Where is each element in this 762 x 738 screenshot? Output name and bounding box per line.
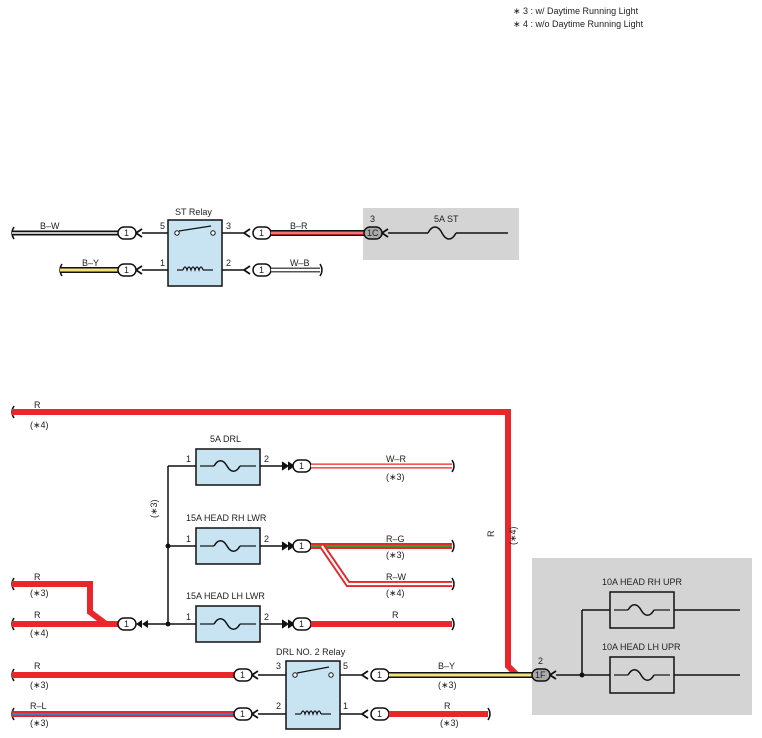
label-r-w: R–W <box>386 572 407 582</box>
bottom-circuit: R (∗4) R (∗4) (∗3) 5A DRL 1 2 1 W–R (∗3) <box>11 400 752 730</box>
relay-pin: 2 <box>226 258 231 268</box>
wire-r-main <box>11 405 520 678</box>
wire-w-r <box>311 459 455 473</box>
label-note3: (∗3) <box>30 680 49 690</box>
note-star4: ∗ 4 : w/o Daytime Running Light <box>513 19 644 29</box>
label-b-r: B–R <box>290 221 308 231</box>
wire-w-b <box>271 263 323 277</box>
st-relay <box>167 219 223 287</box>
label-note3: (∗3) <box>30 588 49 598</box>
label-note4: (∗4) <box>30 420 49 430</box>
connector-label: 1 <box>299 461 304 471</box>
connector-label: 1 <box>259 265 264 275</box>
connector-label: 1 <box>299 619 304 629</box>
connector-label: 1 <box>240 670 245 680</box>
label-note3: (∗3) <box>30 718 49 728</box>
connector-1f-pin: 2 <box>538 656 543 666</box>
connector-1c-label: 1C <box>367 228 379 238</box>
fuse-5a-st <box>427 226 457 240</box>
fuse-pin-3: 3 <box>370 214 375 224</box>
wire-r-lh <box>311 617 455 631</box>
wire-r-w <box>319 544 455 591</box>
fuse-rh-lwr-title: 15A HEAD RH LWR <box>186 513 267 523</box>
label-r: R <box>34 610 41 620</box>
label-r: R <box>34 572 41 582</box>
st-relay-title: ST Relay <box>175 207 212 217</box>
connector-label: 1 <box>124 619 129 629</box>
label-note3-vertical: (∗3) <box>149 499 159 518</box>
connector-label: 1 <box>259 228 264 238</box>
label-b-w: B–W <box>40 221 60 231</box>
fuse-pin: 1 <box>186 612 191 622</box>
label-w-b: W–B <box>290 258 310 268</box>
fuse-5a-st-label: 5A ST <box>434 214 459 224</box>
drl-relay-title: DRL NO. 2 Relay <box>276 647 346 657</box>
connector-label: 1 <box>377 670 382 680</box>
label-note4-vertical: (∗4) <box>508 526 518 545</box>
relay-pin: 2 <box>276 701 281 711</box>
relay-pin: 5 <box>160 221 165 231</box>
fuse-pin: 1 <box>186 454 191 464</box>
label-note4: (∗4) <box>30 628 49 638</box>
wire-b-w <box>11 226 118 240</box>
label-r-g: R–G <box>386 534 405 544</box>
note-star3: ∗ 3 : w/ Daytime Running Light <box>513 6 639 16</box>
label-b-y: B–Y <box>82 258 99 268</box>
label-note3: (∗3) <box>438 680 457 690</box>
label-r-l: R–L <box>30 701 47 711</box>
fuse-lh-lwr-title: 15A HEAD LH LWR <box>186 591 265 601</box>
connector-label: 1 <box>124 228 129 238</box>
wire-b-y <box>59 263 118 277</box>
connector-label: 1 <box>124 265 129 275</box>
fuse-15a-head-rh-lwr <box>195 527 261 565</box>
relay-pin: 5 <box>343 661 348 671</box>
fuse-pin: 2 <box>264 534 269 544</box>
relay-pin: 3 <box>226 221 231 231</box>
label-r: R <box>392 610 399 620</box>
fuse-10a-head-rh-upr <box>609 591 740 629</box>
wire-r-input-4 <box>11 617 118 631</box>
relay-pin: 1 <box>343 701 348 711</box>
wire-r-input-3 <box>11 577 108 627</box>
fuse-5a-drl <box>195 448 261 486</box>
label-r-vertical: R <box>486 530 496 537</box>
fuse-lh-upr-title: 10A HEAD LH UPR <box>602 642 681 652</box>
fuse-pin: 2 <box>264 612 269 622</box>
fuse-panel-top <box>363 208 519 260</box>
relay-pin: 1 <box>160 258 165 268</box>
fuse-10a-head-lh-upr <box>609 656 740 694</box>
label-note3: (∗3) <box>440 718 459 728</box>
connector-1f-label: 1F <box>535 670 546 680</box>
label-note4: (∗4) <box>386 588 405 598</box>
fuse-pin: 1 <box>186 534 191 544</box>
fuse-5a-drl-title: 5A DRL <box>210 434 241 444</box>
label-w-r: W–R <box>386 454 407 464</box>
relay-pin: 3 <box>276 661 281 671</box>
connector-label: 1 <box>240 709 245 719</box>
wire-r-g <box>311 539 455 553</box>
label-note3: (∗3) <box>386 550 405 560</box>
wire-r-l <box>11 707 234 721</box>
connector-label: 1 <box>377 709 382 719</box>
drl-no2-relay <box>285 660 341 730</box>
label-r: R <box>444 701 451 711</box>
label-r: R <box>34 661 41 671</box>
wire-r-out <box>389 707 491 721</box>
fuse-rh-upr-title: 10A HEAD RH UPR <box>602 577 683 587</box>
label-note3: (∗3) <box>386 472 405 482</box>
fuse-15a-head-lh-lwr <box>195 605 261 643</box>
wire-r-relay <box>11 668 234 682</box>
top-circuit: B–W 1 B–Y 1 ST Relay 5 3 1 2 <box>11 207 519 287</box>
connector-label: 1 <box>299 541 304 551</box>
label-b-y: B–Y <box>438 661 455 671</box>
fuse-pin: 2 <box>264 454 269 464</box>
label-r: R <box>34 400 41 410</box>
